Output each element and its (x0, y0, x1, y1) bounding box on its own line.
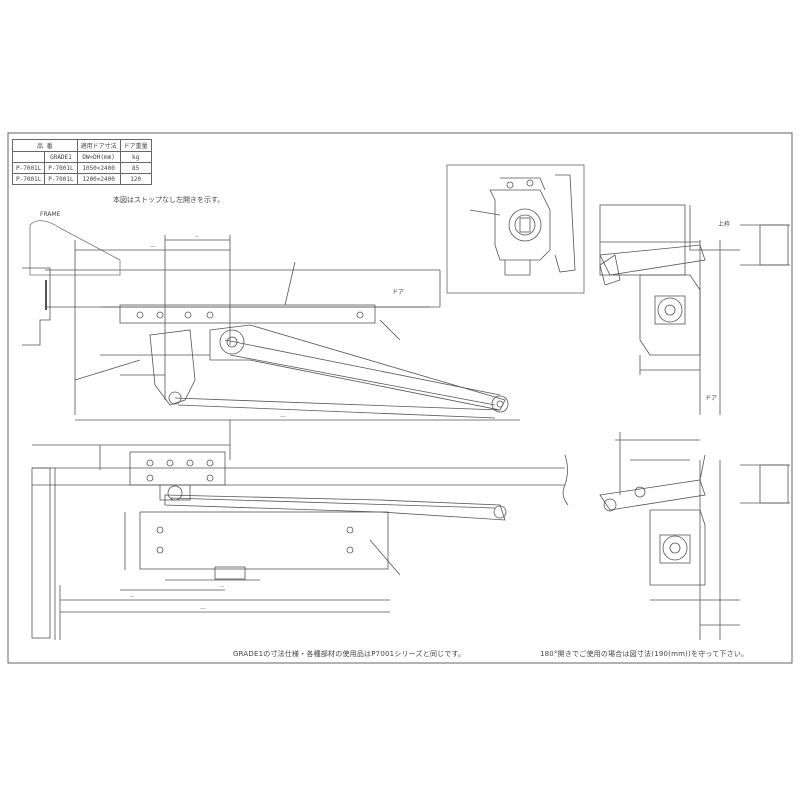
end-view-bottom-drawing (599, 432, 790, 640)
drawing-note-top: 本図はストップなし左開きを示す。 (113, 196, 225, 204)
svg-text:---: --- (200, 606, 206, 612)
inset-detail-drawing (446, 164, 585, 294)
spec-subheader-cell (11, 151, 46, 163)
spec-subheader-cell: DW×DH(mm) (76, 151, 121, 163)
spec-cell: 85 (119, 162, 152, 174)
label-frame: FRAME (40, 211, 61, 218)
spec-cell: 1050×2400 (76, 162, 121, 174)
svg-text:---: --- (150, 244, 156, 250)
spec-table: 品 番 適用ドア寸法 ドア重量 GRADE1 DW×DH(mm) kg P-70… (11, 139, 152, 185)
spec-cell: P-7001L (11, 162, 46, 174)
svg-text:--: -- (130, 594, 134, 600)
spec-subheader-cell: kg (119, 151, 152, 163)
sheet-border (7, 132, 793, 664)
side-view-drawing (22, 220, 520, 421)
spec-table-row: P-7001L P-7001L 1050×2400 85 (11, 162, 152, 174)
drawing-note-bottom-right: 180°開きでご使用の場合は図寸法(190(mm))を守って下さい。 (540, 650, 749, 658)
spec-header-cell: 適用ドア寸法 (76, 139, 121, 152)
spec-subheader-cell: GRADE1 (44, 151, 78, 163)
label-upper-frame: 上枠 (718, 221, 731, 228)
spec-header-cell: 品 番 (12, 139, 78, 152)
top-view-drawing (31, 420, 569, 640)
label-door-top: ドア (392, 289, 405, 296)
spec-cell: P-7001L (44, 162, 78, 174)
spec-table-header-row: 品 番 適用ドア寸法 ドア重量 (12, 139, 152, 152)
label-door-side: ドア (705, 395, 718, 402)
end-view-top-drawing (599, 204, 790, 415)
spec-cell: 1200×2400 (76, 173, 121, 185)
drawing-note-bottom-left: GRADE1の寸法仕様・各種部材の使用品はP7001シリーズと同じです。 (233, 650, 466, 658)
svg-text:---: --- (280, 414, 286, 420)
spec-table-subheader-row: GRADE1 DW×DH(mm) kg (11, 151, 152, 163)
spec-cell: 120 (119, 173, 152, 185)
spec-header-cell: ドア重量 (119, 139, 152, 152)
spec-cell: P-7001L (44, 173, 78, 185)
spec-table-row: P-7001L P-7001L 1200×2400 120 (11, 173, 152, 185)
svg-text:--: -- (220, 584, 224, 590)
spec-cell: P-7001L (11, 173, 46, 185)
svg-text:--: -- (195, 234, 199, 240)
